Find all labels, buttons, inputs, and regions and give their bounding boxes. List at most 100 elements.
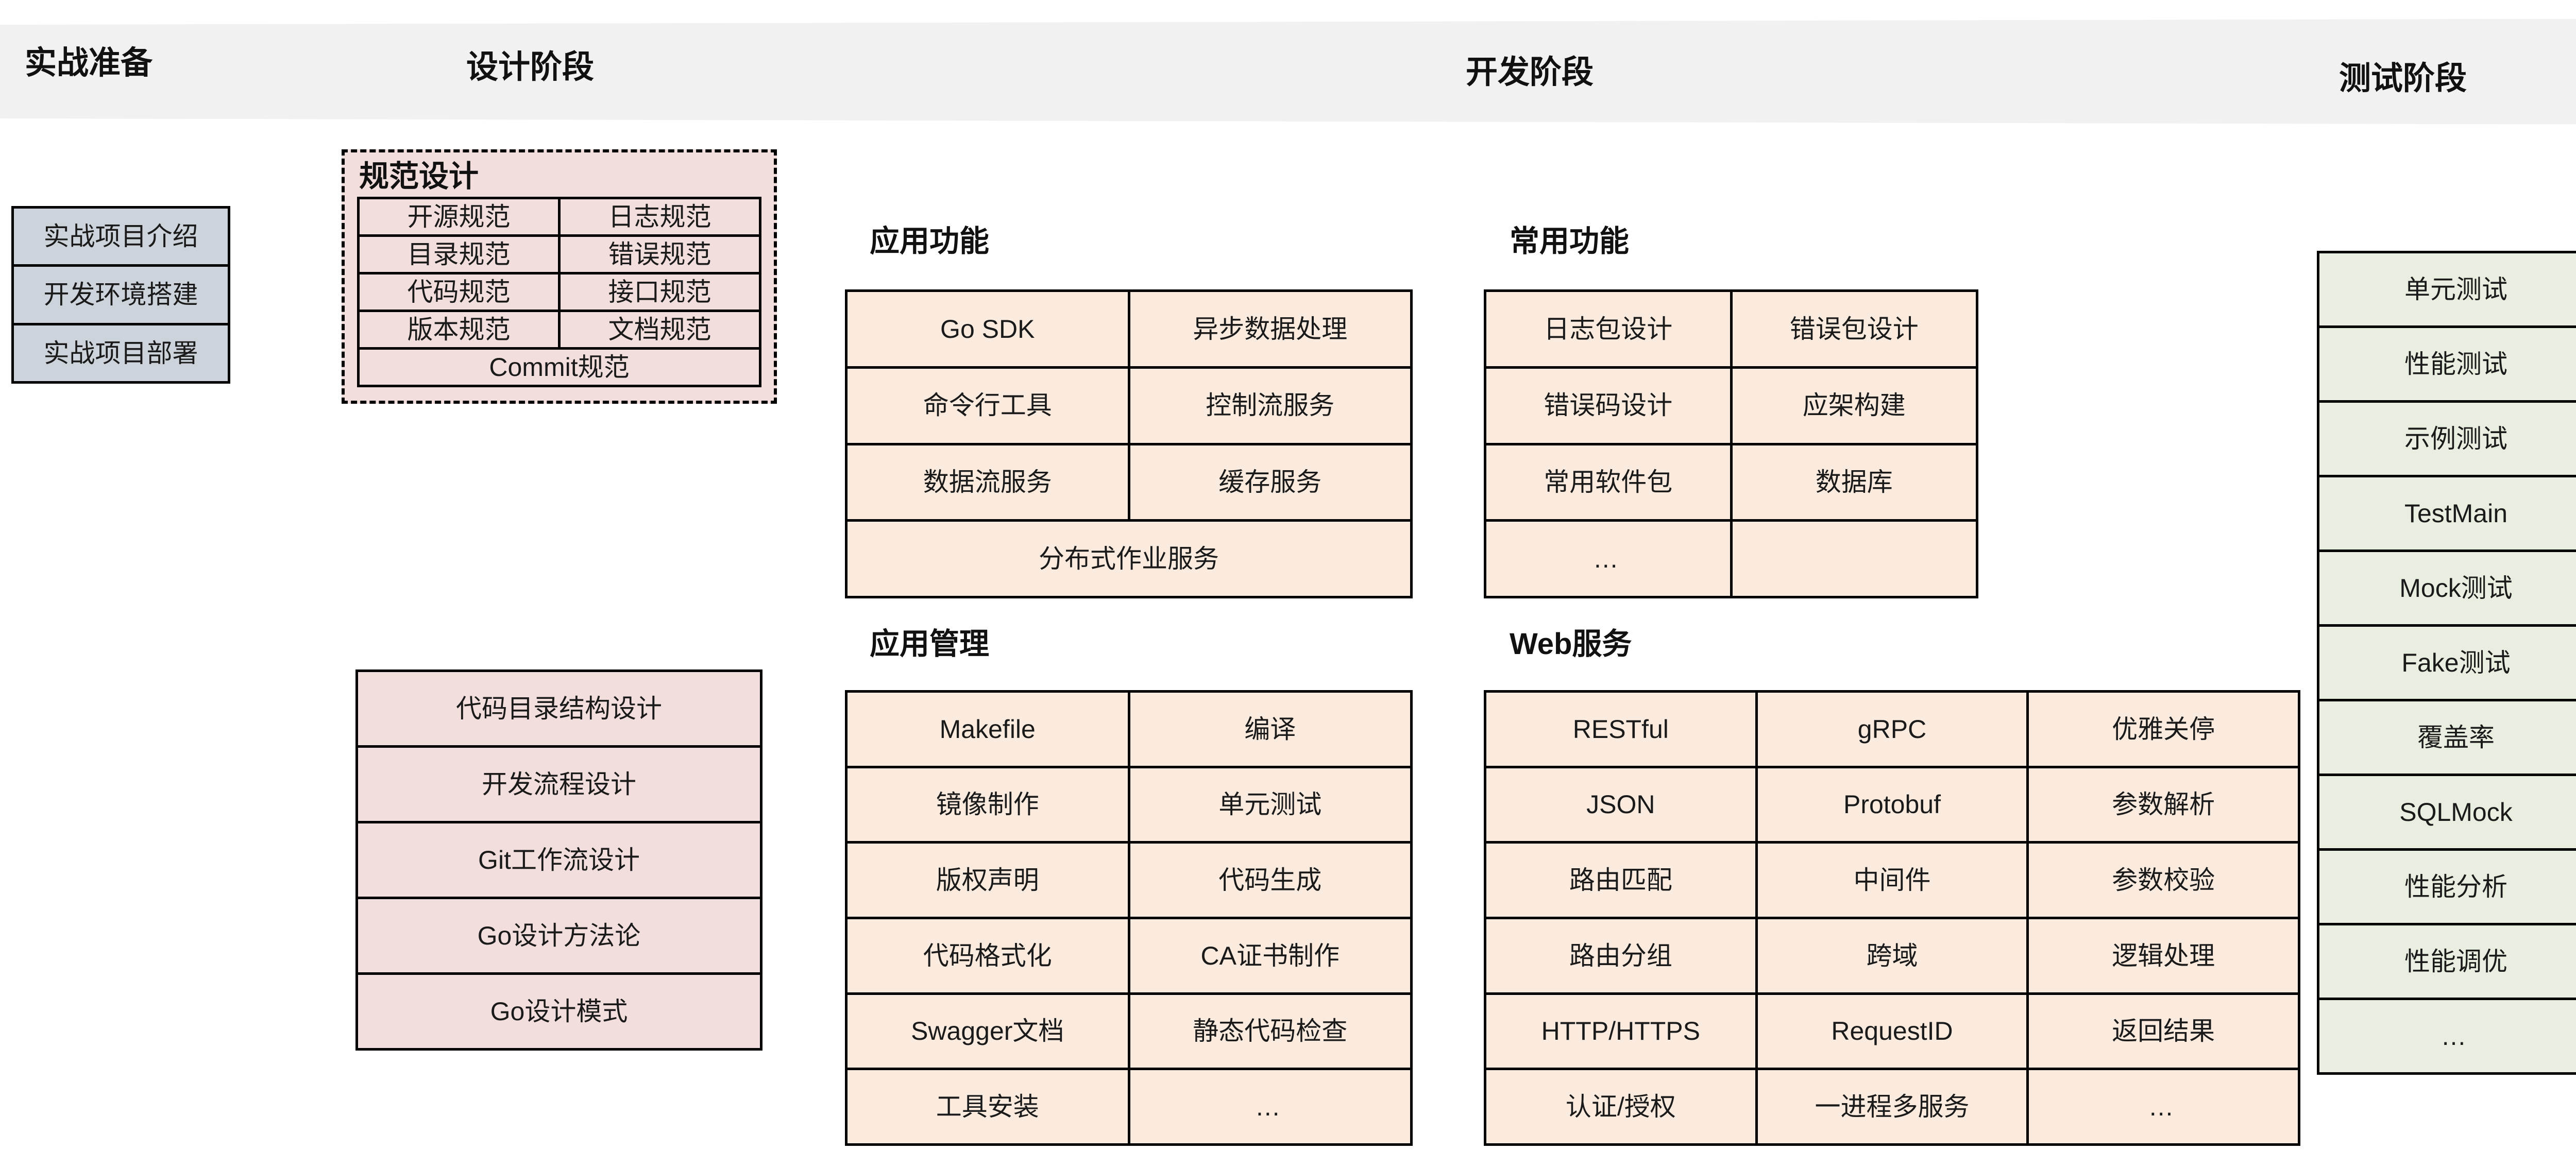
table-row[interactable]: …: [1484, 519, 1978, 598]
web-cell-4-2[interactable]: 返回结果: [2026, 992, 2300, 1071]
comfn-cell-2-0[interactable]: 常用软件包: [1484, 442, 1733, 522]
table-row[interactable]: 开发环境搭建: [11, 264, 230, 325]
spec-cell-0-1[interactable]: 日志规范: [558, 197, 761, 237]
appfn-cell-2-1[interactable]: 缓存服务: [1127, 442, 1413, 522]
table-row[interactable]: 性能分析: [2317, 848, 2576, 925]
appmg-cell-4-0[interactable]: Swagger文档: [845, 992, 1130, 1071]
test-item-5[interactable]: Fake测试: [2317, 624, 2576, 701]
test-item-10[interactable]: …: [2317, 998, 2576, 1075]
test-item-1[interactable]: 性能测试: [2317, 325, 2576, 403]
appfn-cell-0-1[interactable]: 异步数据处理: [1127, 289, 1413, 369]
appmg-cell-3-0[interactable]: 代码格式化: [845, 916, 1130, 995]
appmg-cell-2-1[interactable]: 代码生成: [1127, 841, 1413, 919]
web-cell-2-1[interactable]: 中间件: [1755, 841, 2029, 919]
web-cell-3-0[interactable]: 路由分组: [1484, 916, 1758, 995]
appmg-cell-2-0[interactable]: 版权声明: [845, 841, 1130, 919]
test-item-0[interactable]: 单元测试: [2317, 251, 2576, 328]
design-item-4[interactable]: Go设计模式: [355, 972, 762, 1051]
web-cell-4-1[interactable]: RequestID: [1755, 992, 2029, 1071]
design-item-0[interactable]: 代码目录结构设计: [355, 669, 762, 748]
appmg-cell-1-0[interactable]: 镜像制作: [845, 765, 1130, 844]
design-item-2[interactable]: Git工作流设计: [355, 821, 762, 899]
web-cell-0-2[interactable]: 优雅关停: [2026, 690, 2300, 768]
appmg-cell-5-0[interactable]: 工具安装: [845, 1068, 1130, 1146]
table-row[interactable]: 常用软件包 数据库: [1484, 442, 1978, 522]
web-cell-2-0[interactable]: 路由匹配: [1484, 841, 1758, 919]
web-cell-2-2[interactable]: 参数校验: [2026, 841, 2300, 919]
spec-cell-1-0[interactable]: 目录规范: [357, 234, 561, 274]
table-row[interactable]: 目录规范 错误规范: [357, 234, 761, 274]
spec-cell-3-0[interactable]: 版本规范: [357, 310, 561, 350]
table-row[interactable]: 覆盖率: [2317, 699, 2576, 776]
table-row[interactable]: TestMain: [2317, 475, 2576, 552]
test-item-7[interactable]: SQLMock: [2317, 774, 2576, 851]
table-row[interactable]: 代码规范 接口规范: [357, 272, 761, 312]
web-cell-1-0[interactable]: JSON: [1484, 765, 1758, 844]
table-row[interactable]: Swagger文档 静态代码检查: [845, 992, 1413, 1071]
appmg-cell-0-0[interactable]: Makefile: [845, 690, 1130, 768]
prep-item-1[interactable]: 开发环境搭建: [11, 264, 230, 325]
table-row[interactable]: Makefile 编译: [845, 690, 1413, 768]
table-row[interactable]: 命令行工具 控制流服务: [845, 366, 1413, 445]
table-row[interactable]: 单元测试: [2317, 251, 2576, 328]
prep-item-2[interactable]: 实战项目部署: [11, 322, 230, 384]
table-row[interactable]: HTTP/HTTPS RequestID 返回结果: [1484, 992, 2300, 1071]
appmg-cell-5-1[interactable]: …: [1127, 1068, 1413, 1146]
table-row[interactable]: Commit规范: [357, 347, 761, 387]
appfn-cell-1-0[interactable]: 命令行工具: [845, 366, 1130, 445]
table-row[interactable]: 分布式作业服务: [845, 519, 1413, 598]
table-row[interactable]: 版权声明 代码生成: [845, 841, 1413, 919]
appmg-cell-1-1[interactable]: 单元测试: [1127, 765, 1413, 844]
spec-cell-3-1[interactable]: 文档规范: [558, 310, 761, 350]
comfn-cell-0-0[interactable]: 日志包设计: [1484, 289, 1733, 369]
web-cell-4-0[interactable]: HTTP/HTTPS: [1484, 992, 1758, 1071]
appmg-cell-3-1[interactable]: CA证书制作: [1127, 916, 1413, 995]
table-row[interactable]: Git工作流设计: [355, 821, 762, 899]
test-item-2[interactable]: 示例测试: [2317, 400, 2576, 477]
table-row[interactable]: 路由分组 跨域 逻辑处理: [1484, 916, 2300, 995]
spec-cell-2-0[interactable]: 代码规范: [357, 272, 561, 312]
table-row[interactable]: 代码格式化 CA证书制作: [845, 916, 1413, 995]
comfn-cell-3-0[interactable]: …: [1484, 519, 1733, 598]
table-row[interactable]: 错误码设计 应架构建: [1484, 366, 1978, 445]
table-row[interactable]: 版本规范 文档规范: [357, 310, 761, 350]
test-item-9[interactable]: 性能调优: [2317, 923, 2576, 1000]
table-row[interactable]: 镜像制作 单元测试: [845, 765, 1413, 844]
table-row[interactable]: 性能调优: [2317, 923, 2576, 1000]
test-item-4[interactable]: Mock测试: [2317, 549, 2576, 627]
spec-cell-1-1[interactable]: 错误规范: [558, 234, 761, 274]
table-row[interactable]: RESTful gRPC 优雅关停: [1484, 690, 2300, 768]
table-row[interactable]: 路由匹配 中间件 参数校验: [1484, 841, 2300, 919]
table-row[interactable]: 开源规范 日志规范: [357, 197, 761, 237]
spec-cell-commit[interactable]: Commit规范: [357, 347, 761, 387]
test-item-8[interactable]: 性能分析: [2317, 848, 2576, 925]
table-row[interactable]: 日志包设计 错误包设计: [1484, 289, 1978, 369]
table-row[interactable]: JSON Protobuf 参数解析: [1484, 765, 2300, 844]
table-row[interactable]: 工具安装 …: [845, 1068, 1413, 1146]
table-row[interactable]: 认证/授权 一进程多服务 …: [1484, 1068, 2300, 1146]
web-cell-1-2[interactable]: 参数解析: [2026, 765, 2300, 844]
web-cell-5-0[interactable]: 认证/授权: [1484, 1068, 1758, 1146]
table-row[interactable]: 开发流程设计: [355, 745, 762, 823]
table-row[interactable]: 代码目录结构设计: [355, 669, 762, 748]
table-row[interactable]: 实战项目介绍: [11, 205, 230, 267]
table-row[interactable]: 实战项目部署: [11, 322, 230, 384]
web-cell-5-2[interactable]: …: [2026, 1068, 2300, 1146]
comfn-cell-2-1[interactable]: 数据库: [1730, 442, 1978, 522]
table-row[interactable]: 性能测试: [2317, 325, 2576, 403]
prep-item-0[interactable]: 实战项目介绍: [11, 205, 230, 267]
table-row[interactable]: Go设计方法论: [355, 897, 762, 975]
web-cell-0-0[interactable]: RESTful: [1484, 690, 1758, 768]
comfn-cell-1-1[interactable]: 应架构建: [1730, 366, 1978, 445]
design-item-3[interactable]: Go设计方法论: [355, 897, 762, 975]
appmg-cell-4-1[interactable]: 静态代码检查: [1127, 992, 1413, 1071]
web-cell-3-2[interactable]: 逻辑处理: [2026, 916, 2300, 995]
appfn-cell-0-0[interactable]: Go SDK: [845, 289, 1130, 369]
web-cell-0-1[interactable]: gRPC: [1755, 690, 2029, 768]
table-row[interactable]: SQLMock: [2317, 774, 2576, 851]
spec-cell-2-1[interactable]: 接口规范: [558, 272, 761, 312]
table-row[interactable]: Go设计模式: [355, 972, 762, 1051]
spec-cell-0-0[interactable]: 开源规范: [357, 197, 561, 237]
web-cell-1-1[interactable]: Protobuf: [1755, 765, 2029, 844]
table-row[interactable]: 数据流服务 缓存服务: [845, 442, 1413, 522]
